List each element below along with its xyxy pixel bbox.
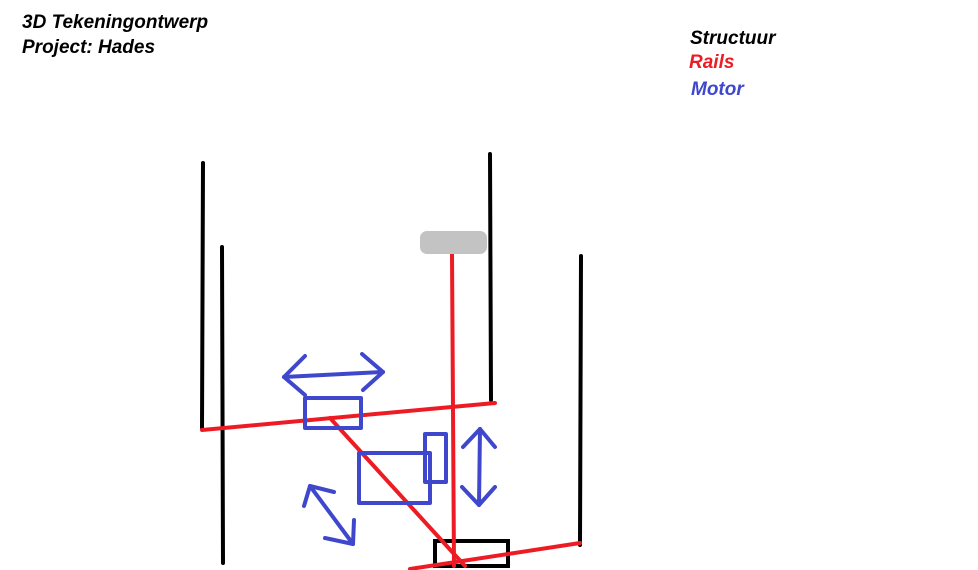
structure-post-back-left bbox=[200, 161, 205, 430]
drawing-title: 3D Tekeningontwerp bbox=[22, 12, 209, 33]
rail-vertical bbox=[450, 252, 456, 568]
legend-motor-label: Motor bbox=[691, 79, 744, 100]
rail-diagonal bbox=[328, 416, 467, 568]
rail-front-horizontal bbox=[408, 541, 582, 570]
motor-z-axis bbox=[423, 432, 448, 484]
project-name: Project: Hades bbox=[22, 37, 156, 58]
motor-diagonal-axis bbox=[357, 451, 432, 505]
rail-back-horizontal bbox=[200, 401, 497, 432]
structure-post-right bbox=[578, 254, 583, 547]
structure-post-back-middle bbox=[488, 152, 493, 402]
structure-post-front-left bbox=[220, 245, 225, 565]
double-arrow-vertical-icon bbox=[460, 427, 497, 507]
legend-rails-label: Rails bbox=[689, 52, 735, 73]
motor-x-axis bbox=[303, 396, 363, 430]
double-arrow-diagonal-icon bbox=[302, 484, 356, 546]
print-head bbox=[420, 231, 487, 254]
legend-structure-label: Structuur bbox=[690, 28, 776, 49]
double-arrow-horizontal-icon bbox=[282, 352, 385, 397]
